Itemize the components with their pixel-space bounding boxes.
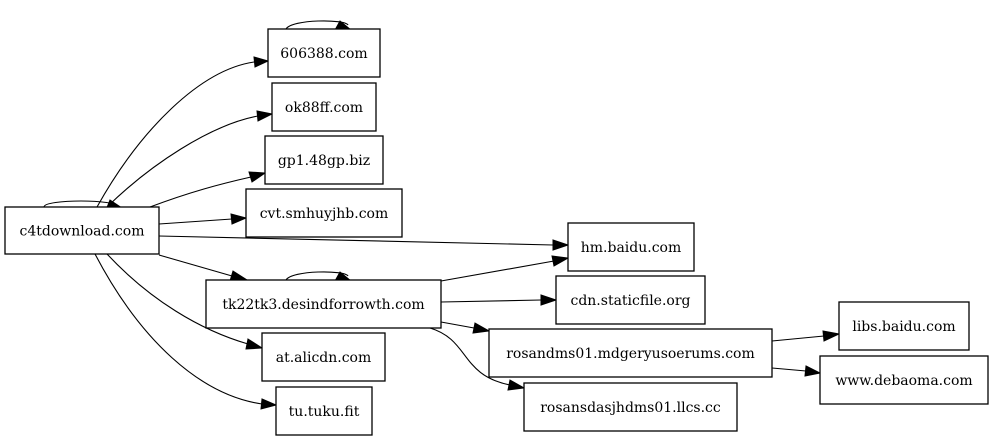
node-label: hm.baidu.com — [581, 240, 682, 256]
node-label: gp1.48gp.biz — [278, 153, 370, 169]
node-label: www.debaoma.com — [835, 373, 972, 389]
node-box — [523, 382, 738, 432]
edge-line — [771, 335, 825, 342]
edge-c4t-to-gp1 — [149, 171, 267, 208]
node-box — [488, 328, 773, 378]
edge-line — [429, 327, 511, 386]
node-hm: hm.baidu.com — [567, 222, 695, 272]
node-box — [555, 275, 706, 325]
edge-line — [440, 321, 475, 329]
edge-rosandms-to-www — [771, 365, 822, 377]
arrowhead — [253, 56, 270, 68]
node-box — [819, 355, 989, 405]
node-www: www.debaoma.com — [819, 355, 989, 405]
edge-line — [158, 218, 233, 225]
node-tk22: tk22tk3.desindforrowth.com — [205, 279, 442, 329]
node-label: at.alicdn.com — [276, 350, 372, 366]
node-at: at.alicdn.com — [261, 332, 386, 382]
edge-c4t-to-ok88 — [106, 110, 274, 208]
node-box — [261, 332, 386, 382]
edge-tk22-to-cdn — [440, 294, 558, 306]
edge-line — [106, 253, 249, 345]
node-label: tu.tuku.fit — [289, 404, 360, 420]
node-box — [267, 28, 381, 78]
node-box — [264, 135, 384, 185]
node-label: ok88ff.com — [285, 100, 363, 116]
node-cdn: cdn.staticfile.org — [555, 275, 706, 325]
node-label: c4tdownload.com — [20, 224, 145, 240]
edge-line — [106, 115, 259, 208]
node-box — [205, 279, 442, 329]
edge-line — [440, 260, 555, 282]
arrowhead — [804, 365, 822, 377]
node-label: rosandms01.mdgeryusoerums.com — [506, 346, 755, 362]
node-box — [275, 386, 373, 436]
node-label: libs.baidu.com — [852, 319, 955, 335]
edge-c4t-to-n606 — [96, 56, 270, 208]
edge-c4t-to-cvt — [158, 213, 248, 225]
node-box — [838, 301, 970, 351]
node-layer: c4tdownload.com 606388.com ok88ff.com gp1.4… — [4, 28, 989, 436]
edge-layer — [43, 20, 841, 410]
arrowhead — [551, 255, 570, 267]
edge-line — [158, 254, 233, 277]
arrowhead — [248, 171, 267, 183]
edge-c4t-to-hm — [158, 235, 570, 251]
node-box — [245, 188, 403, 238]
edge-line — [771, 367, 807, 372]
node-cvt: cvt.smhuyjhb.com — [245, 188, 403, 238]
edge-line — [149, 176, 252, 208]
node-ok88: ok88ff.com — [271, 82, 377, 132]
edge-line — [285, 20, 349, 30]
edge-line — [96, 61, 255, 208]
node-rosansd: rosansdasjhdms01.llcs.cc — [523, 382, 738, 432]
arrowhead — [256, 110, 274, 122]
node-libs: libs.baidu.com — [838, 301, 970, 351]
node-label: rosansdasjhdms01.llcs.cc — [540, 400, 721, 416]
node-label: 606388.com — [280, 46, 367, 62]
arrowhead — [540, 294, 558, 306]
edge-line — [43, 200, 119, 208]
node-n606: 606388.com — [267, 28, 381, 78]
node-label: cvt.smhuyjhb.com — [260, 206, 389, 222]
arrowhead — [472, 322, 491, 334]
node-label: cdn.staticfile.org — [570, 293, 690, 309]
arrowhead — [552, 239, 570, 251]
node-c4t: c4tdownload.com — [4, 206, 160, 255]
node-label: tk22tk3.desindforrowth.com — [222, 297, 424, 313]
edge-c4t-to-tk22 — [158, 254, 249, 282]
edge-line — [285, 271, 349, 281]
edge-tk22-to-rosansd — [429, 327, 526, 391]
edge-c4t-to-at — [106, 253, 264, 350]
edge-line — [94, 253, 263, 405]
edge-line — [440, 299, 542, 303]
arrowhead — [507, 379, 526, 391]
arrowhead — [260, 398, 278, 410]
arrowhead — [245, 338, 264, 350]
edge-tk22-to-rosandms — [440, 321, 491, 334]
edge-line — [158, 235, 554, 246]
node-box — [567, 222, 695, 272]
edge-c4t-to-tu — [94, 253, 278, 410]
node-box — [271, 82, 377, 132]
node-rosandms: rosandms01.mdgeryusoerums.com — [488, 328, 773, 378]
node-tu: tu.tuku.fit — [275, 386, 373, 436]
arrowhead — [822, 330, 841, 342]
edge-tk22-to-hm — [440, 255, 570, 282]
arrowhead — [230, 213, 248, 225]
edge-rosandms-to-libs — [771, 330, 841, 342]
node-box — [4, 206, 160, 255]
node-gp1: gp1.48gp.biz — [264, 135, 384, 185]
